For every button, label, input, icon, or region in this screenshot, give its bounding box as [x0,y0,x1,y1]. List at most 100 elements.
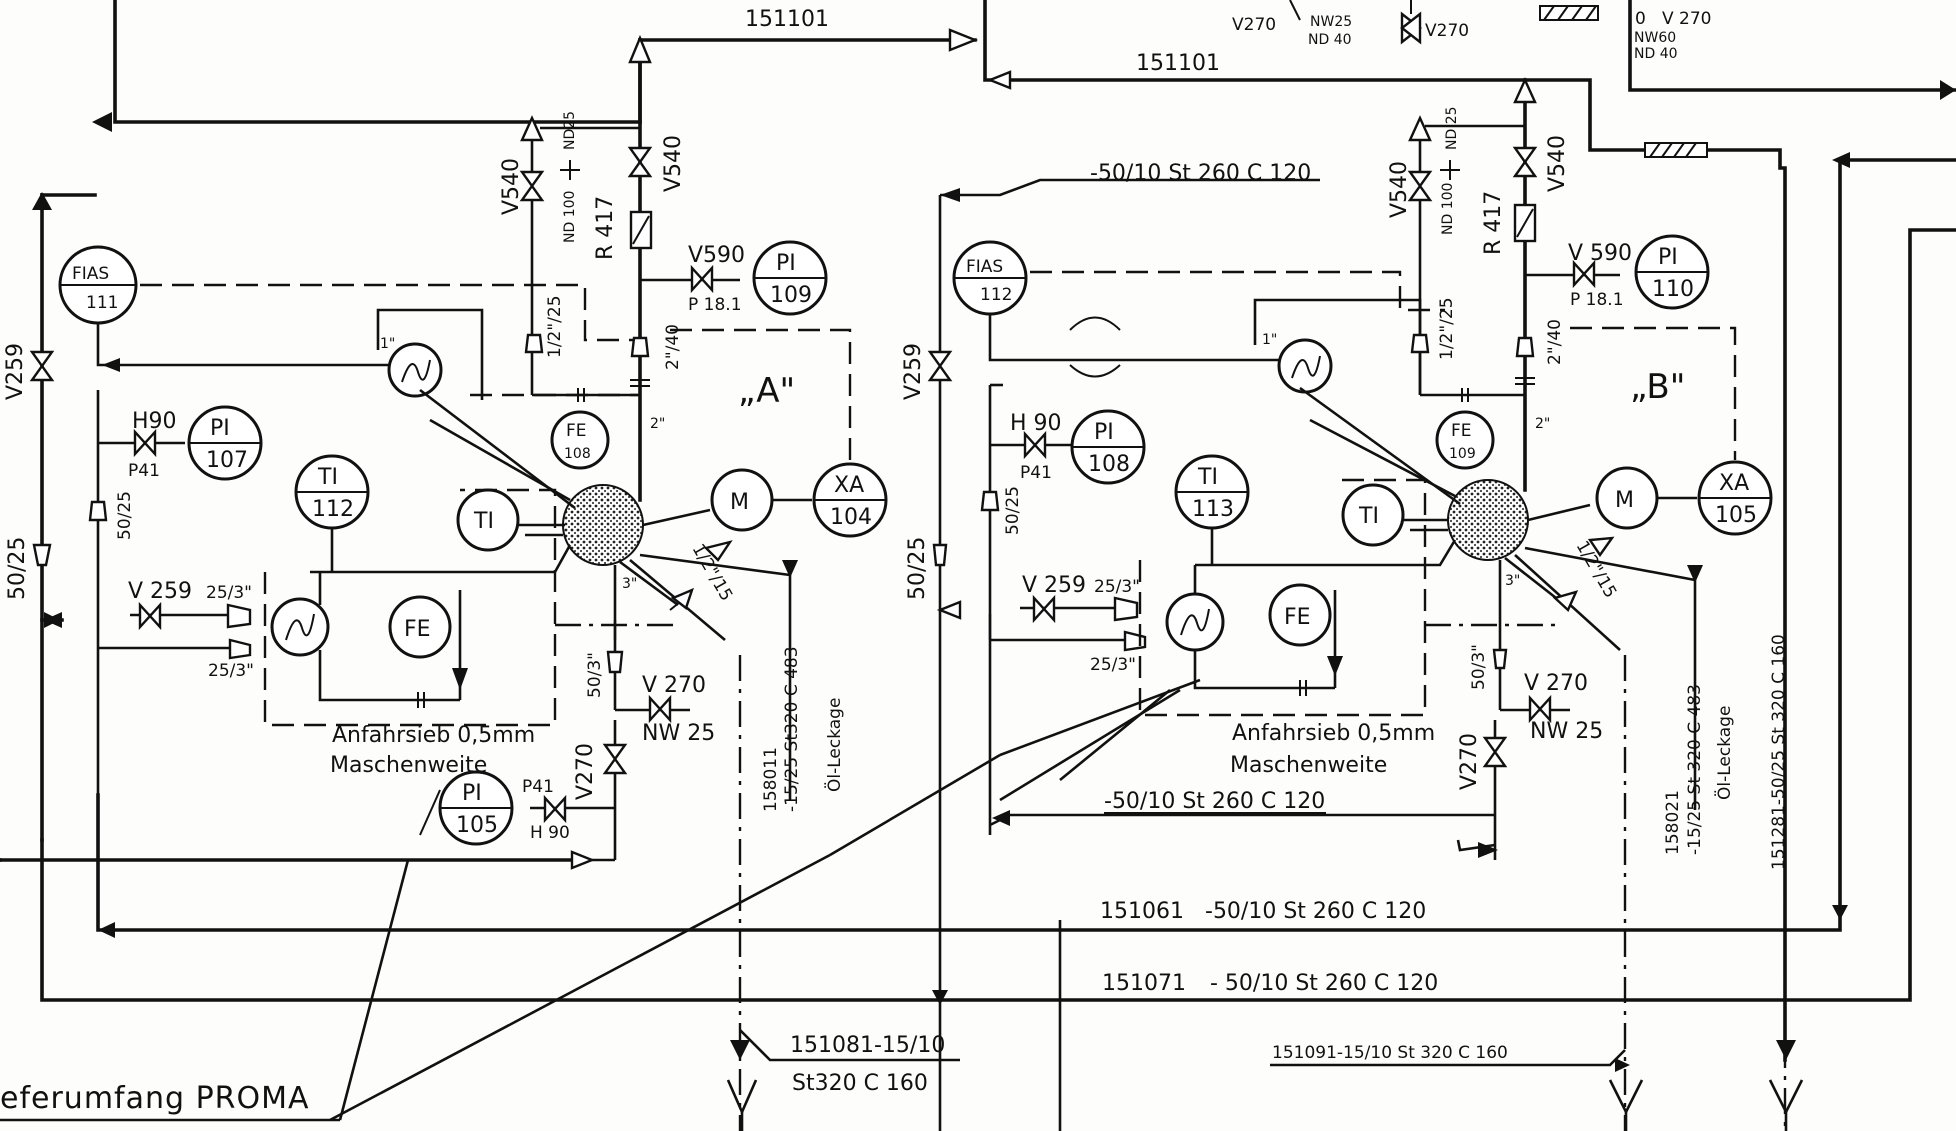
svg-text:104: 104 [830,505,872,530]
svg-text:ND 100: ND 100 [1440,183,1456,235]
instrument-ti-113: TI 113 [1174,454,1250,565]
svg-text:105: 105 [456,813,498,838]
svg-text:ND25: ND25 [562,111,578,150]
svg-text:P41: P41 [522,777,554,797]
svg-text:50/25: 50/25 [5,537,30,600]
svg-text:V 259: V 259 [1022,573,1086,598]
svg-text:107: 107 [206,448,248,473]
svg-text:1/2"/25: 1/2"/25 [545,295,565,358]
svg-text:V 590: V 590 [1568,241,1632,266]
svg-text:V270: V270 [573,743,598,800]
svg-text:3": 3" [622,576,637,592]
svg-text:V590: V590 [688,243,745,268]
svg-text:V270: V270 [1425,21,1469,41]
svg-text:111: 111 [86,293,118,313]
svg-text:St320 C 160: St320 C 160 [792,1071,928,1096]
svg-text:V540: V540 [499,158,524,215]
svg-text:1/2"/25: 1/2"/25 [1437,297,1457,360]
svg-text:TI: TI [473,509,494,534]
instrument-fias-111: FIAS 111 [58,245,138,325]
scope-label: eferumfang PROMA [0,1081,310,1116]
svg-text:NW25: NW25 [1310,14,1352,30]
svg-text:151061: 151061 [1100,899,1184,924]
svg-text:PI: PI [1094,420,1114,445]
svg-text:158011: 158011 [761,747,781,812]
svg-text:P41: P41 [128,461,160,481]
svg-text:P 18.1: P 18.1 [688,295,742,315]
unit-b: -50/10 St 260 C 120 V259 50/25 FIAS 112 … [901,77,1789,1131]
svg-text:3": 3" [1505,573,1520,589]
svg-text:V259: V259 [3,343,28,400]
svg-text:2"/40: 2"/40 [1545,319,1565,365]
svg-text:110: 110 [1652,277,1694,302]
svg-text:ND 25: ND 25 [1444,106,1460,150]
svg-text:H 90: H 90 [530,823,570,843]
svg-text:PI: PI [1658,245,1678,270]
svg-text:112: 112 [980,285,1012,305]
unit-label-a: „A" [738,371,795,411]
line-number: 151101 [1136,51,1220,76]
svg-text:V 259: V 259 [128,579,192,604]
svg-text:1": 1" [1262,332,1277,348]
instrument-fe-108: FE 108 [532,388,640,470]
svg-text:NW 25: NW 25 [1530,719,1603,744]
filter-unit-b: 3" 1/2"/15 [1195,386,1696,710]
instrument-ti-b: TI [1341,483,1448,547]
svg-text:PI: PI [210,416,230,441]
svg-text:H 90: H 90 [1010,411,1062,436]
svg-text:113: 113 [1192,497,1234,522]
svg-text:25/3": 25/3" [1090,655,1136,675]
svg-text:TI: TI [1197,465,1218,490]
svg-text:0: 0 [1635,9,1646,29]
svg-text:151281-50/25 St 320 C 160: 151281-50/25 St 320 C 160 [1769,634,1789,870]
unit-a: FIAS 111 1" V540 ND 100 ND25 1/2"/25 V54… [58,34,888,1131]
svg-text:FE: FE [1284,605,1311,630]
svg-text:R 417: R 417 [593,196,618,260]
svg-text:V259: V259 [901,343,926,400]
heat-exchanger-a1: 1" [376,308,484,400]
svg-text:2": 2" [1535,416,1550,432]
svg-text:Maschenweite: Maschenweite [330,753,487,778]
instrument-pi-109: PI 109 [752,240,828,316]
instrument-xa-104: XA 104 [812,462,888,538]
svg-text:-15/25 St320 C 483: -15/25 St320 C 483 [782,646,802,812]
svg-text:50/25: 50/25 [905,537,930,600]
svg-text:P 18.1: P 18.1 [1570,290,1624,310]
svg-text:PI: PI [776,251,796,276]
svg-text:109: 109 [1449,446,1476,462]
svg-text:Anfahrsieb 0,5mm: Anfahrsieb 0,5mm [332,723,535,748]
instrument-pi-110: PI 110 [1634,234,1710,310]
svg-text:M: M [730,490,749,515]
svg-text:151071: 151071 [1102,971,1186,996]
instrument-ti-112: TI 112 [294,454,370,572]
instrument-pi-105: PI 105 [438,770,514,846]
svg-text:25/3": 25/3" [1094,577,1140,597]
svg-text:V540: V540 [1387,161,1412,218]
svg-text:Öl-Leckage: Öl-Leckage [1713,706,1735,800]
svg-text:PI: PI [462,781,482,806]
instrument-pi-107: PI 107 [187,405,263,481]
unit-label-b: „B" [1630,367,1685,407]
instrument-fias-112: FIAS 112 [952,240,1028,316]
instrument-fe-109: FE 109 [1420,388,1525,470]
instrument-ti-a: TI [456,488,565,552]
svg-text:50/25: 50/25 [1003,486,1023,535]
line-151101-top: 151101 [92,0,979,132]
svg-text:151091-15/10 St 320 C 160: 151091-15/10 St 320 C 160 [1272,1043,1508,1063]
line-number: 151101 [745,7,829,32]
top-right-block: V270 NW25 ND 40 V270 0 V 270 NW60 ND 40 [1232,0,1956,100]
line-151071: 151071 - 50/10 St 260 C 120 [40,228,1956,1005]
motor-a: M [710,468,812,532]
svg-text:-50/10 St 260 C 120: -50/10 St 260 C 120 [1090,161,1311,186]
svg-text:25/3": 25/3" [206,583,252,603]
svg-text:ND 40: ND 40 [1634,46,1678,62]
filter-unit-a: 3" 1/2"/15 [310,388,791,710]
svg-text:2": 2" [650,416,665,432]
svg-text:V540: V540 [661,135,686,192]
line-151061: 151061 -50/10 St 260 C 120 [96,152,1956,938]
svg-text:-50/10 St 260 C 120: -50/10 St 260 C 120 [1104,789,1325,814]
svg-text:FE: FE [566,421,587,441]
svg-text:ND 100: ND 100 [562,191,578,243]
svg-text:TI: TI [1358,504,1379,529]
